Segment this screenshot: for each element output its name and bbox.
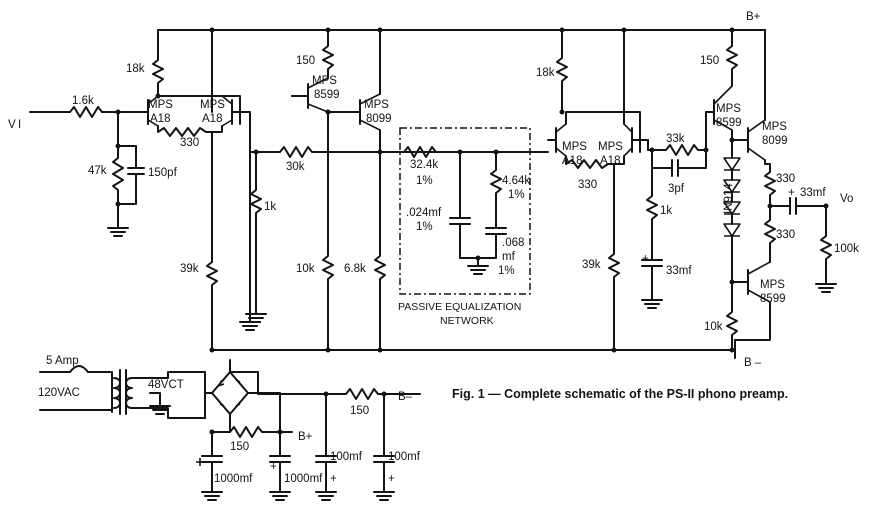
feedback-network — [245, 146, 461, 323]
r-18k-b-label: 18k — [536, 67, 555, 79]
c-100-b-plus: + — [388, 473, 395, 485]
q7-label-1: MPS — [716, 103, 741, 115]
output-label: Vo — [840, 193, 853, 205]
r-330-a-label: 330 — [180, 137, 199, 149]
c-1000-b-label: 1000mf — [284, 473, 323, 485]
r-150-b-label: 150 — [700, 55, 719, 67]
bminus-label: B – — [744, 357, 762, 369]
r-464k-label: 4.64k — [502, 175, 530, 187]
c-100-a-plus: + — [330, 473, 337, 485]
r-150-a-label: 150 — [296, 55, 315, 67]
c-068-unit: mf — [502, 251, 516, 263]
c-024-tol: 1% — [416, 221, 433, 233]
c-33mf-a-plus: + — [642, 253, 649, 265]
r-330-b-label: 330 — [578, 179, 597, 191]
r-30k-label: 30k — [286, 161, 305, 173]
q4-label-1: MPS — [364, 99, 389, 111]
q2-label-1: MPS — [200, 99, 225, 111]
q4-label-2: 8099 — [366, 113, 392, 125]
r-100k-label: 100k — [834, 243, 859, 255]
r-39k-a-label: 39k — [180, 263, 199, 275]
fuse-label: 5 Amp — [46, 355, 79, 367]
q3-label-2: 8599 — [314, 89, 340, 101]
c-150pf-label: 150pf — [148, 167, 178, 179]
q1-label-2: A18 — [150, 113, 170, 125]
transformer-label: 48VCT — [148, 379, 184, 391]
c-100-a-label: 100mf — [330, 451, 363, 463]
diodes-label: IN914 — [723, 183, 735, 214]
r-1k-b-label: 1k — [660, 205, 672, 217]
q8-label-1: MPS — [762, 121, 787, 133]
r-33k-label: 33k — [666, 133, 685, 145]
r-150-p2-label: 150 — [230, 441, 249, 453]
labels: V I 1.6k 18k 47k 150pf MPS A18 MPS A18 3… — [8, 11, 859, 485]
r-330-d-label: 330 — [776, 229, 795, 241]
figure-caption: Fig. 1 — Complete schematic of the PS-II… — [452, 387, 788, 401]
q2-label-2: A18 — [202, 113, 222, 125]
bplus-label: B+ — [746, 11, 761, 23]
r-47k-label: 47k — [88, 165, 107, 177]
c-3pf-label: 3pf — [668, 183, 685, 195]
r-330-c-label: 330 — [776, 173, 795, 185]
bminus-ps-label: B– — [398, 391, 413, 403]
input-label: V I — [8, 119, 21, 131]
passive-equalization-network — [399, 127, 549, 295]
r-324k-tol: 1% — [416, 175, 433, 187]
c-1000-b-plus: + — [270, 461, 277, 473]
bplus-ps-label: B+ — [298, 431, 313, 443]
q7-label-2: 8599 — [716, 117, 742, 129]
r-39k-b-label: 39k — [582, 259, 601, 271]
network-label-1: PASSIVE EQUALIZATION — [398, 301, 521, 313]
r-464k-tol: 1% — [508, 189, 525, 201]
c-100-b-label: 100mf — [388, 451, 421, 463]
q9-label-1: MPS — [760, 279, 785, 291]
r-18k-a-label: 18k — [126, 63, 145, 75]
c-1000-a-label: 1000mf — [214, 473, 253, 485]
c-33mf-b-label: 33mf — [800, 187, 826, 199]
r-1k-a-label: 1k — [264, 201, 276, 213]
q3-label-1: MPS — [312, 75, 337, 87]
q1-label-1: MPS — [148, 99, 173, 111]
q5-label-2: A18 — [562, 155, 582, 167]
r-324k-label: 32.4k — [410, 159, 438, 171]
r-10k-b-label: 10k — [704, 321, 723, 333]
mains-label: 120VAC — [38, 387, 80, 399]
c-068-tol: 1% — [498, 265, 515, 277]
output-stage — [705, 27, 837, 353]
q5-label-1: MPS — [562, 141, 587, 153]
q8-label-2: 8099 — [762, 135, 788, 147]
c-024-label: .024mf — [406, 207, 442, 219]
network-label-2: NETWORK — [440, 315, 494, 327]
q6-label-2: A18 — [600, 155, 620, 167]
input-stage — [29, 106, 145, 237]
q6-label-1: MPS — [598, 141, 623, 153]
r-150-p1-label: 150 — [350, 405, 369, 417]
q9-label-2: 8599 — [760, 293, 786, 305]
c-33mf-b-plus: + — [788, 187, 795, 199]
r-10k-a-label: 10k — [296, 263, 315, 275]
r-68k-label: 6.8k — [344, 263, 366, 275]
power-supply — [39, 359, 421, 501]
r-in-label: 1.6k — [72, 95, 94, 107]
transistor-q3-q4 — [209, 27, 386, 353]
c-33mf-a-label: 33mf — [666, 265, 692, 277]
c-068-label: .068 — [502, 237, 524, 249]
second-stage — [547, 27, 709, 353]
transistor-pair-1 — [139, 55, 261, 353]
